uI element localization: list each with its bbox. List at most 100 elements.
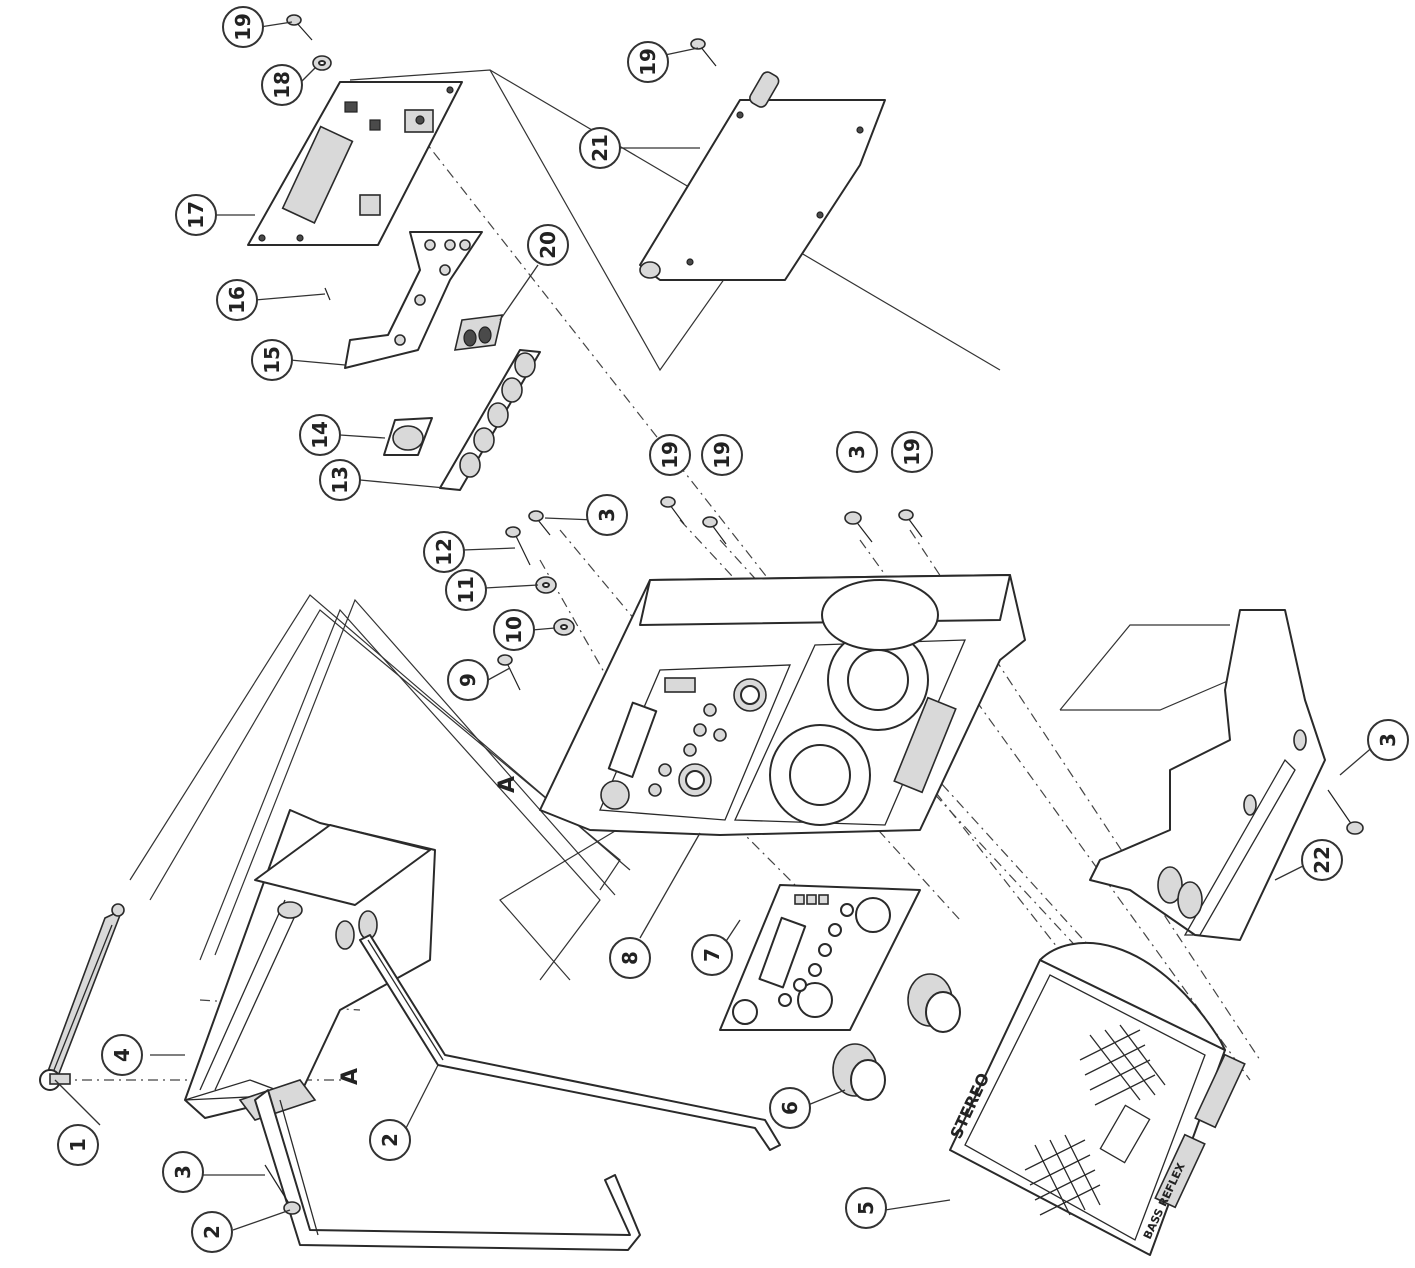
knob-right bbox=[907, 973, 961, 1033]
callout-ring bbox=[769, 1087, 811, 1129]
callout-17: 17 bbox=[175, 194, 217, 236]
telescopic-antenna bbox=[39, 903, 125, 1091]
grille-mesh-top bbox=[1079, 1024, 1166, 1106]
callout-ring bbox=[836, 431, 878, 473]
callout-3: 3 bbox=[1367, 719, 1409, 761]
callout-ring bbox=[319, 459, 361, 501]
callout-number: 4 bbox=[110, 1048, 134, 1062]
callout-number: 14 bbox=[308, 421, 332, 449]
callout-4: 4 bbox=[101, 1034, 143, 1076]
callout-number: 3 bbox=[171, 1165, 195, 1179]
callout-ring bbox=[627, 41, 669, 83]
callout-ring bbox=[493, 609, 535, 651]
callout-ring bbox=[445, 569, 487, 611]
callout-ring bbox=[175, 194, 217, 236]
callouts: 1 2 2 3 3 3 3 4 5 6 7 8 9 10 11 12 13 14… bbox=[57, 6, 1409, 1253]
callout-ring bbox=[447, 659, 489, 701]
callout-6: 6 bbox=[769, 1087, 811, 1129]
screw-3-far-right bbox=[1327, 789, 1364, 835]
callout-number: 19 bbox=[658, 441, 682, 469]
screw-3-upper-panel bbox=[528, 510, 551, 536]
callout-ring bbox=[57, 1124, 99, 1166]
callout-ring bbox=[222, 6, 264, 48]
main-circuit-board bbox=[247, 81, 463, 246]
callout-19: 19 bbox=[222, 6, 264, 48]
callout-number: 15 bbox=[260, 346, 284, 374]
callout-22: 22 bbox=[1301, 839, 1343, 881]
switch-block bbox=[453, 314, 504, 351]
small-pin bbox=[324, 287, 331, 301]
control-bracket bbox=[344, 231, 483, 369]
callout-20: 20 bbox=[527, 224, 569, 266]
callout-ring bbox=[691, 934, 733, 976]
callout-number: 3 bbox=[845, 445, 869, 459]
reference-mark-top: A bbox=[495, 776, 520, 793]
callout-number: 11 bbox=[454, 576, 478, 604]
callout-number: 5 bbox=[854, 1201, 878, 1215]
grille-mesh-bottom bbox=[1024, 1134, 1101, 1216]
callout-ring bbox=[251, 339, 293, 381]
callout-number: 12 bbox=[432, 538, 456, 566]
callout-3: 3 bbox=[162, 1151, 204, 1193]
callout-number: 3 bbox=[1376, 733, 1400, 747]
callout-19: 19 bbox=[701, 434, 743, 476]
callout-ring bbox=[609, 937, 651, 979]
speaker-grille-front: STEREO BASS REFLEX bbox=[946, 942, 1246, 1256]
callout-number: 19 bbox=[636, 48, 660, 76]
callout-ring bbox=[299, 414, 341, 456]
washer-part-18 bbox=[312, 55, 332, 71]
reference-mark-bottom: A bbox=[338, 1068, 363, 1085]
callout-2: 2 bbox=[369, 1119, 411, 1161]
callout-ring bbox=[369, 1119, 411, 1161]
callout-18: 18 bbox=[261, 64, 303, 106]
callout-ring bbox=[1301, 839, 1343, 881]
callout-number: 6 bbox=[778, 1101, 802, 1115]
callout-10: 10 bbox=[493, 609, 535, 651]
screw-3-top-right bbox=[844, 511, 873, 543]
main-cabinet bbox=[539, 574, 1026, 836]
callout-number: 2 bbox=[200, 1225, 224, 1239]
callout-number: 19 bbox=[900, 438, 924, 466]
control-knobs bbox=[832, 973, 961, 1101]
callout-number: 8 bbox=[618, 951, 642, 965]
callout-number: 9 bbox=[456, 673, 480, 687]
callout-19: 19 bbox=[627, 41, 669, 83]
callout-13: 13 bbox=[319, 459, 361, 501]
callout-19: 19 bbox=[649, 434, 691, 476]
callout-11: 11 bbox=[445, 569, 487, 611]
shield-plate bbox=[639, 71, 886, 281]
callout-16: 16 bbox=[216, 279, 258, 321]
callout-ring bbox=[423, 531, 465, 573]
carry-handle-bar-lower bbox=[254, 1089, 641, 1251]
knob-left bbox=[832, 1043, 886, 1101]
callout-ring bbox=[527, 224, 569, 266]
callout-15: 15 bbox=[251, 339, 293, 381]
callout-3: 3 bbox=[836, 431, 878, 473]
screws-part-19 bbox=[286, 14, 923, 545]
callout-number: 22 bbox=[1310, 846, 1334, 874]
callout-5: 5 bbox=[845, 1187, 887, 1229]
button-strip bbox=[439, 349, 541, 491]
callout-number: 19 bbox=[710, 441, 734, 469]
callout-ring bbox=[191, 1211, 233, 1253]
callout-1: 1 bbox=[57, 1124, 99, 1166]
side-handle-bracket bbox=[1089, 609, 1326, 941]
small-hardware bbox=[497, 526, 575, 691]
callout-number: 16 bbox=[225, 286, 249, 314]
callout-number: 10 bbox=[502, 616, 526, 644]
callout-7: 7 bbox=[691, 934, 733, 976]
carry-handle-bar-upper bbox=[359, 934, 781, 1151]
callout-number: 21 bbox=[588, 134, 612, 162]
callout-ring bbox=[701, 434, 743, 476]
callout-8: 8 bbox=[609, 937, 651, 979]
callout-number: 17 bbox=[184, 201, 208, 229]
button-cap bbox=[383, 417, 433, 456]
callout-number: 2 bbox=[378, 1133, 402, 1147]
callout-number: 13 bbox=[328, 466, 352, 494]
callout-ring bbox=[261, 64, 303, 106]
callout-3: 3 bbox=[586, 494, 628, 536]
rear-handle-housing bbox=[184, 809, 436, 1121]
callout-ring bbox=[101, 1034, 143, 1076]
callout-number: 3 bbox=[595, 508, 619, 522]
